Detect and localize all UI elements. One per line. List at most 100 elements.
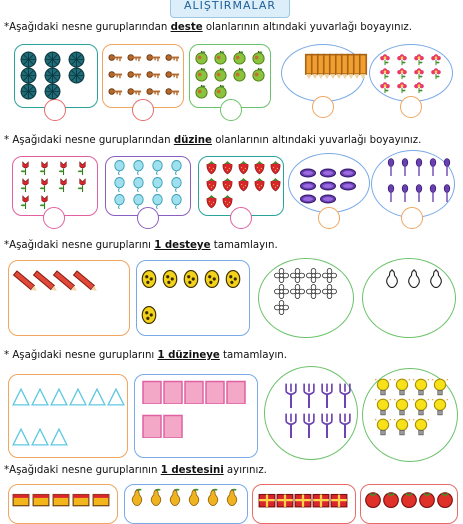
strawberry-icon (204, 160, 219, 175)
instruction-3-prefix: *Aşağıdaki nesne guruplarını (4, 240, 155, 251)
flower-icon (378, 52, 392, 66)
complete-forks-circle (264, 366, 358, 460)
apple-icon (213, 50, 228, 65)
oval-pad-icon (320, 178, 336, 194)
balloon-icon (131, 160, 146, 175)
gift-icon (258, 490, 276, 508)
daisy-icon (290, 284, 305, 299)
gift-icon (276, 490, 294, 508)
instruction-2-suffix: olanlarının altındaki yuvarlağı boyayını… (211, 135, 422, 146)
egg-icon (140, 306, 158, 324)
rectangle-icon (140, 414, 164, 438)
strawberry-icon (220, 177, 235, 192)
apple-icon (251, 50, 266, 65)
flower-icon (429, 66, 443, 80)
egg-icon (161, 270, 179, 288)
daisy-icon (322, 268, 337, 283)
key-icon (165, 50, 180, 65)
answer-circle-pencils[interactable] (312, 96, 334, 118)
answer-circle-tulips[interactable] (43, 207, 65, 229)
strawberry-icon (204, 177, 219, 192)
bulb-icon (374, 418, 392, 436)
daisy-icon (306, 284, 321, 299)
oval-pad-icon (320, 165, 336, 181)
spoon-icon (396, 184, 414, 202)
answer-circle-strawberries[interactable] (230, 207, 252, 229)
pencil-icon (350, 53, 376, 79)
answer-circle-apples[interactable] (220, 99, 242, 121)
bulb-icon (431, 398, 449, 416)
pear-icon (128, 488, 146, 506)
spoon-icon (424, 158, 442, 176)
instruction-3: *Aşağıdaki nesne guruplarını 1 desteye t… (4, 240, 278, 251)
tulip-icon (56, 177, 71, 192)
ball-icon (20, 83, 37, 100)
egg-icon (224, 270, 242, 288)
apple-icon (232, 50, 247, 65)
balloon-icon (131, 177, 146, 192)
complete-daisies-circle (258, 258, 354, 338)
fork-icon (296, 412, 322, 438)
oval-pad-icon (300, 191, 316, 207)
apple-icon (213, 84, 228, 99)
pencil-icon (52, 268, 80, 296)
ball-icon (44, 51, 61, 68)
answer-circle-balls[interactable] (44, 99, 66, 121)
pear-icon (404, 268, 424, 288)
gift-icon (312, 490, 330, 508)
answer-circle-balloons[interactable] (137, 207, 159, 229)
rectangle-icon (224, 380, 248, 404)
daisy-icon (274, 300, 289, 315)
daisy-icon (274, 268, 289, 283)
tulip-icon (37, 160, 52, 175)
spoon-icon (438, 184, 456, 202)
spoon-icon (396, 158, 414, 176)
flower-icon (378, 80, 392, 94)
rectangle-icon (140, 380, 164, 404)
pencil-icon (72, 268, 100, 296)
instruction-5-suffix: ayırınız. (223, 465, 267, 476)
ball-icon (68, 67, 85, 84)
fork-icon (278, 382, 304, 408)
tulip-icon (37, 177, 52, 192)
key-icon (108, 67, 123, 82)
triangle-icon (31, 388, 49, 406)
ball-icon (44, 83, 61, 100)
pear-icon (204, 488, 222, 506)
ball-icon (68, 51, 85, 68)
spoon-icon (410, 158, 428, 176)
daisy-icon (306, 268, 321, 283)
bulb-icon (412, 418, 430, 436)
tulip-icon (18, 160, 33, 175)
triangle-icon (88, 388, 106, 406)
daisy-icon (274, 284, 289, 299)
apple-icon (232, 67, 247, 82)
answer-circle-pads[interactable] (318, 207, 340, 229)
tomato-icon (400, 490, 418, 508)
balloon-icon (169, 160, 184, 175)
gift-icon (330, 490, 348, 508)
pear-icon (223, 488, 241, 506)
tulip-icon (37, 194, 52, 209)
instruction-1-suffix: olanlarının altındaki yuvarlağı boyayını… (202, 22, 412, 33)
ball-icon (20, 51, 37, 68)
pear-icon (185, 488, 203, 506)
strawberry-icon (252, 177, 267, 192)
pear-icon (382, 268, 402, 288)
answer-circle-flowers[interactable] (400, 96, 422, 118)
oval-pad-icon (340, 178, 356, 194)
bulb-icon (431, 378, 449, 396)
answer-circle-keys[interactable] (132, 99, 154, 121)
bulb-icon (374, 398, 392, 416)
triangle-icon (69, 388, 87, 406)
key-icon (146, 67, 161, 82)
key-icon (165, 67, 180, 82)
answer-circle-spoons[interactable] (401, 207, 423, 229)
key-icon (165, 84, 180, 99)
instruction-5-keyword: 1 destesini (160, 465, 224, 476)
tulip-icon (75, 177, 90, 192)
bulb-icon (393, 378, 411, 396)
balloon-icon (112, 194, 127, 209)
book-icon (72, 490, 90, 508)
rectangle-icon (161, 414, 185, 438)
